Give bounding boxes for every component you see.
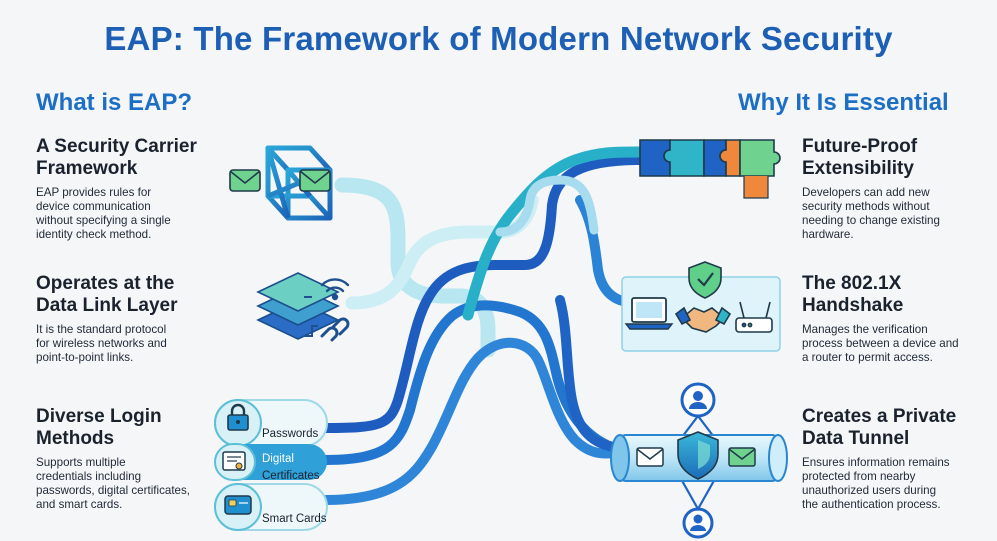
block-description: EAP provides rules for device communicat… bbox=[36, 186, 171, 241]
shield-icon bbox=[677, 431, 719, 480]
lock-icon bbox=[227, 403, 249, 431]
passwords-label: Passwords bbox=[262, 428, 319, 440]
block-heading: Creates a Private Data Tunnel bbox=[802, 406, 957, 449]
right-section-heading: Why It Is Essential bbox=[738, 89, 949, 116]
envelope-icon bbox=[229, 169, 261, 192]
wifi-icon bbox=[320, 278, 350, 301]
certificates-label-line1: Digital bbox=[262, 453, 294, 465]
block-description: Ensures information remains protected fr… bbox=[802, 456, 950, 511]
user-icon bbox=[682, 507, 714, 539]
block-heading: The 802.1X Handshake bbox=[802, 273, 904, 316]
envelope-icon bbox=[728, 447, 756, 467]
info-block-private-tunnel: Creates a Private Data Tunnel Ensures in… bbox=[802, 406, 994, 512]
envelope-icon bbox=[636, 447, 664, 467]
left-section-heading: What is EAP? bbox=[36, 89, 193, 116]
info-block-login-methods: Diverse Login Methods Supports multiple … bbox=[36, 406, 228, 512]
block-heading: A Security Carrier Framework bbox=[36, 136, 197, 179]
info-block-8021x-handshake: The 802.1X Handshake Manages the verific… bbox=[802, 273, 994, 365]
laptop-icon bbox=[624, 297, 674, 330]
block-description: Supports multiple credentials including … bbox=[36, 456, 191, 511]
router-icon bbox=[735, 301, 773, 333]
handshake-icon bbox=[674, 306, 732, 333]
block-heading: Operates at the Data Link Layer bbox=[36, 273, 178, 316]
block-heading: Diverse Login Methods bbox=[36, 406, 162, 449]
block-heading: Future-Proof Extensibility bbox=[802, 136, 918, 179]
pipe-light-handshake bbox=[495, 175, 599, 237]
pipe-dark-cert bbox=[321, 300, 625, 465]
smart-card-icon bbox=[224, 495, 252, 515]
envelope-icon bbox=[299, 169, 331, 192]
info-block-data-link-layer: Operates at the Data Link Layer It is th… bbox=[36, 273, 228, 365]
certificates-label-line2: Certificates bbox=[262, 470, 320, 482]
block-description: Manages the verification process between… bbox=[802, 323, 959, 364]
user-icon bbox=[680, 382, 716, 418]
pipe-to-tunnel bbox=[555, 295, 625, 453]
certificate-icon bbox=[222, 451, 246, 471]
puzzle-icon bbox=[639, 139, 781, 199]
shield-check-icon bbox=[688, 261, 722, 299]
layers-icon bbox=[256, 272, 340, 340]
connector-line bbox=[304, 296, 318, 337]
info-block-security-carrier: A Security Carrier Framework EAP provide… bbox=[36, 136, 228, 242]
pipe-dark-passwords bbox=[321, 155, 645, 433]
info-block-extensibility: Future-Proof Extensibility Developers ca… bbox=[802, 136, 994, 242]
block-description: It is the standard protocol for wireless… bbox=[36, 323, 167, 364]
link-icon bbox=[320, 317, 350, 342]
smart-cards-label: Smart Cards bbox=[262, 513, 327, 525]
pipe-dark-smartcard bbox=[321, 337, 625, 505]
page-title: EAP: The Framework of Modern Network Sec… bbox=[104, 20, 893, 57]
pipe-network bbox=[321, 146, 646, 505]
block-description: Developers can add new security methods … bbox=[802, 186, 940, 241]
